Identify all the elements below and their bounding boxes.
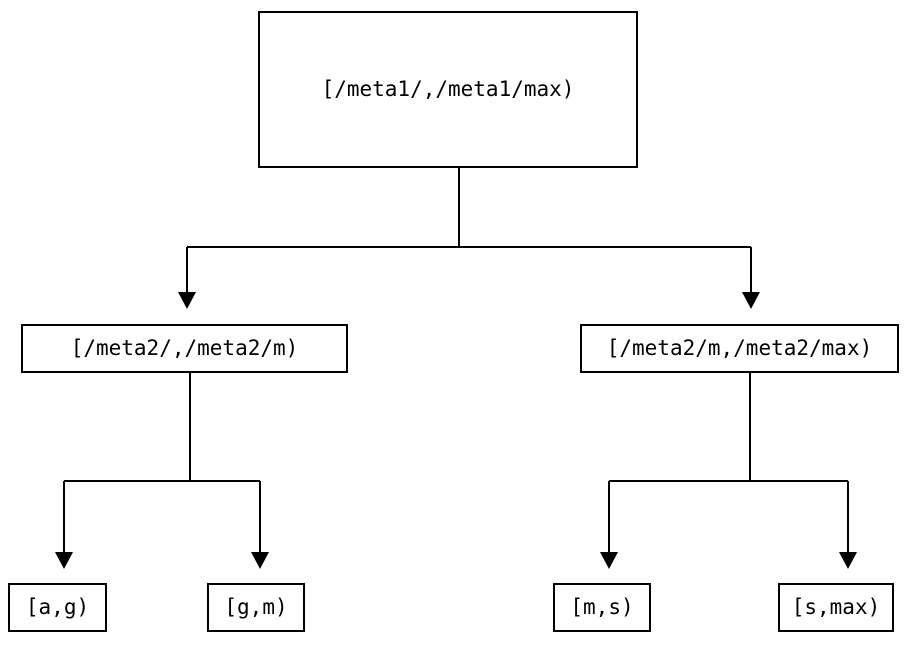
tree-node-root[interactable]: [/meta1/,/meta1/max) xyxy=(258,11,638,168)
tree-node-leaf-4[interactable]: [s,max) xyxy=(778,583,894,632)
tree-node-mid-left[interactable]: [/meta2/,/meta2/m) xyxy=(21,324,348,373)
tree-node-leaf-3-label: [m,s) xyxy=(570,595,634,619)
tree-node-mid-right-label: [/meta2/m,/meta2/max) xyxy=(606,336,873,360)
tree-node-leaf-3[interactable]: [m,s) xyxy=(553,583,651,632)
tree-node-mid-right[interactable]: [/meta2/m,/meta2/max) xyxy=(580,324,899,373)
arrowhead-mid-right-to-leaf-3 xyxy=(600,552,618,569)
edge-group-mid-left xyxy=(55,373,269,569)
tree-node-leaf-2[interactable]: [g,m) xyxy=(207,583,305,632)
tree-node-leaf-1[interactable]: [a,g) xyxy=(8,583,107,632)
tree-node-leaf-4-label: [s,max) xyxy=(791,595,881,619)
arrowhead-mid-left-to-leaf-1 xyxy=(55,552,73,569)
edge-group-root xyxy=(178,168,760,309)
arrowhead-root-to-mid-right xyxy=(742,292,760,309)
arrowhead-root-to-mid-left xyxy=(178,292,196,309)
tree-node-leaf-2-label: [g,m) xyxy=(224,595,288,619)
arrowhead-mid-right-to-leaf-4 xyxy=(839,552,857,569)
tree-node-mid-left-label: [/meta2/,/meta2/m) xyxy=(70,336,299,360)
edge-group-mid-right xyxy=(600,373,857,569)
tree-node-leaf-1-label: [a,g) xyxy=(25,595,90,619)
tree-node-root-label: [/meta1/,/meta1/max) xyxy=(321,77,575,101)
arrowhead-mid-left-to-leaf-2 xyxy=(251,552,269,569)
